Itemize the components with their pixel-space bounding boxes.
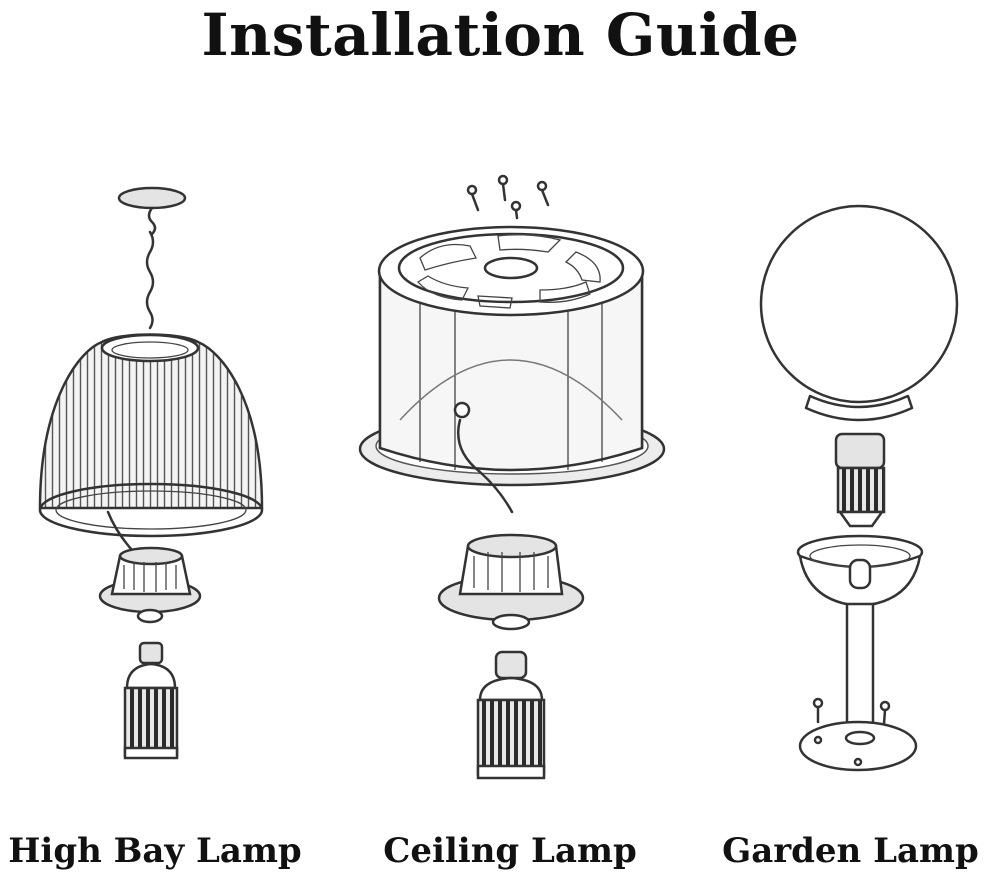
- page-title: Installation Guide: [201, 1, 800, 69]
- high-bay-lamp-illustration: [38, 186, 264, 760]
- label-high-bay-lamp: High Bay Lamp: [8, 831, 302, 871]
- garden-lamp-illustration: [759, 204, 959, 772]
- label-ceiling-lamp: Ceiling Lamp: [383, 831, 637, 871]
- ceiling-lamp-illustration: [358, 174, 666, 780]
- label-garden-lamp: Garden Lamp: [722, 831, 979, 871]
